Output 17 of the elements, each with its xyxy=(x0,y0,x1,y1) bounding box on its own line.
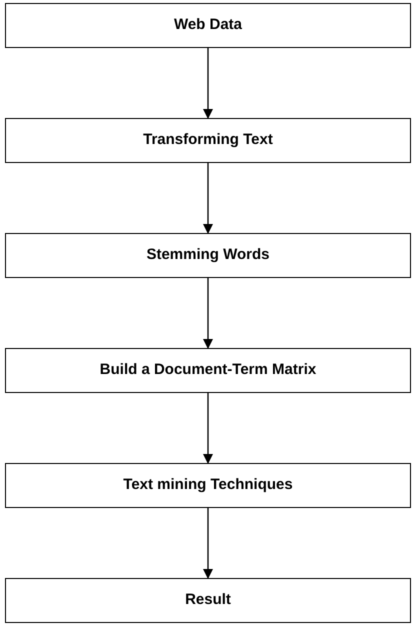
process-box xyxy=(5,348,411,393)
process-box xyxy=(5,578,411,623)
arrow xyxy=(203,508,213,579)
box-label: Text mining Techniques xyxy=(123,475,293,496)
box-label: Web Data xyxy=(174,15,242,36)
arrow xyxy=(203,163,213,234)
process-box xyxy=(5,3,411,48)
box-label: Transforming Text xyxy=(143,130,273,150)
box-label: Stemming Words xyxy=(146,245,270,266)
arrow xyxy=(203,48,213,119)
process-box xyxy=(5,463,411,508)
arrow xyxy=(203,393,213,464)
process-box xyxy=(5,118,411,163)
arrow xyxy=(203,278,213,349)
box-label: Result xyxy=(185,590,231,610)
process-box xyxy=(5,233,411,278)
box-label: Build a Document-Term Matrix xyxy=(100,360,316,380)
